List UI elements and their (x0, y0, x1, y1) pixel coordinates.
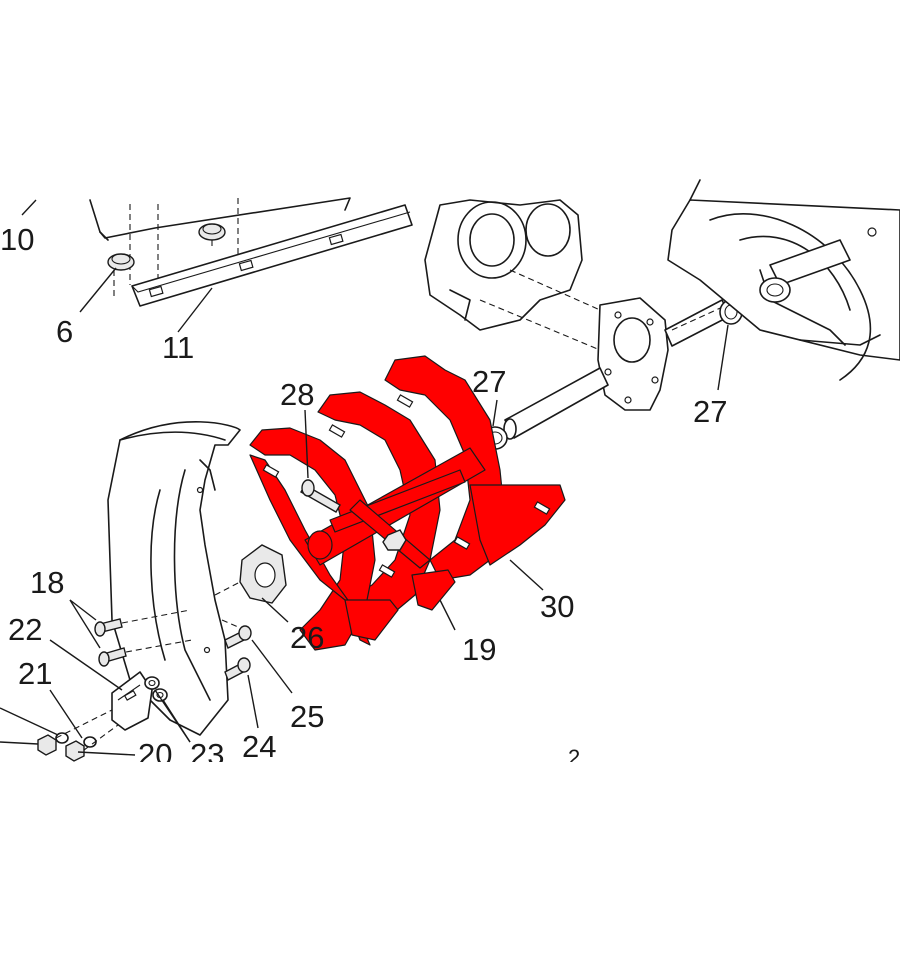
flight-slot (453, 536, 471, 550)
leader-19 (439, 599, 456, 631)
leader-25 (251, 639, 293, 694)
washer-20 (83, 736, 97, 748)
opposite-auger-fragment (667, 179, 900, 381)
leader-6 (79, 267, 117, 313)
callout-11: 11 (162, 330, 194, 365)
shear-nut (382, 529, 407, 551)
scraper-slot (148, 285, 164, 298)
callout-25: 25 (290, 699, 324, 734)
flight-slot (533, 501, 551, 515)
hex-nut-20 (65, 740, 85, 762)
carriage-nut-6b (198, 223, 226, 241)
callout-22: 22 (8, 612, 42, 647)
leader-27a (492, 399, 498, 427)
callout-28: 28 (280, 377, 314, 412)
carriage-bolt-18b (98, 647, 127, 667)
leader-11 (177, 287, 213, 333)
scraper-slot (238, 259, 254, 272)
skid-shoe-22 (111, 671, 153, 731)
callout-6: 6 (56, 314, 73, 349)
callout-26: 26 (290, 620, 324, 655)
callout-18: 18 (30, 565, 64, 600)
scraper-bar (131, 204, 413, 307)
worm-gearbox (597, 297, 669, 411)
hex-bolt-24 (224, 657, 251, 681)
leader-27b (717, 324, 729, 391)
callout-21: 21 (18, 656, 52, 691)
gearbox-housing (424, 199, 601, 351)
callout-19: 19 (462, 632, 496, 667)
scraper-slot (328, 233, 344, 246)
page-bottom-margin (0, 762, 900, 962)
callout-30: 30 (540, 589, 574, 624)
hex-nut-21 (37, 734, 57, 756)
flight-slot (396, 394, 414, 408)
washer-23a (144, 676, 160, 690)
shear-bolt-28 (300, 409, 341, 513)
leader-21 (49, 689, 83, 739)
flight-slot (378, 564, 396, 578)
callout-24: 24 (242, 729, 276, 764)
callout-27-right: 27 (693, 394, 727, 429)
bearing-flange-26 (239, 544, 289, 623)
leader-18a (69, 599, 97, 621)
leader-30 (509, 559, 544, 591)
flight-slot (328, 424, 346, 438)
hex-bolt-25 (224, 625, 252, 649)
carriage-bolt-18a (94, 618, 123, 637)
leader-24 (247, 674, 259, 729)
callout-27-left: 27 (472, 364, 506, 399)
flight-slot (262, 464, 280, 478)
carriage-nut-6 (107, 253, 135, 271)
leader-22 (49, 639, 123, 691)
callout-10: 10 (0, 222, 34, 257)
leader-20 (77, 751, 136, 756)
leader-10 (21, 199, 37, 216)
auger-shaft (503, 289, 761, 440)
leader-18b (69, 599, 101, 649)
